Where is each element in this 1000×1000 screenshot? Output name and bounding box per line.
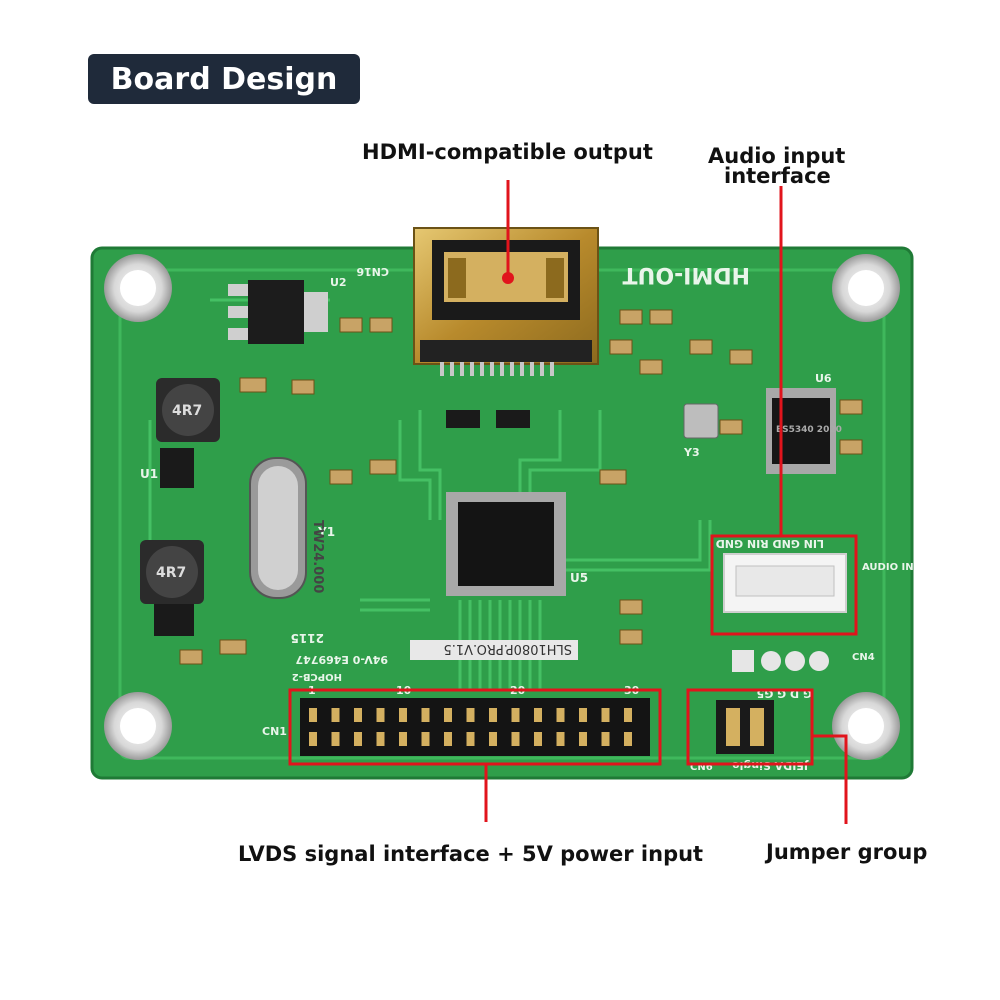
header-pin [354,732,362,746]
jumper-highlight [686,688,814,766]
header-pin [444,708,452,722]
inductor-1 [156,378,220,442]
silk-u2: U2 [330,276,347,289]
main-ic [446,492,566,596]
header-pin [534,732,542,746]
silk-inductor1: 4R7 [172,403,202,419]
silk-hopcb: HOPCB-2 [292,671,342,682]
header-pin [624,732,632,746]
silk-cn1: CN1 [262,725,287,738]
header-pin [556,708,565,722]
silk-cn16: CN16 [356,265,389,278]
header-pin [466,708,475,722]
hdmi-connector [413,227,599,376]
silk-audio-in: AUDIO IN [862,562,914,573]
header-pin [376,708,385,722]
silk-ic-audio: ES5340 2020 [776,425,842,435]
silk-u5: U5 [570,571,588,585]
silk-hdmi-out: HDMI-OUT [623,262,750,287]
header-pin [309,708,317,722]
voltage-regulator [228,280,328,344]
mounting-hole-tl-inner [120,270,156,306]
header-pin [376,732,385,746]
hdmi-callout-dot [502,272,514,284]
header-pin [421,708,430,722]
silk-crystal: TW24.000 [310,520,325,593]
header-pin [399,708,407,722]
header-pin [624,708,632,722]
silk-u1: U1 [140,467,158,481]
crystal-y1 [249,457,307,599]
smd-components [179,309,863,665]
header-pin [466,732,475,746]
header-pins [309,708,632,746]
header-pin [331,732,340,746]
title-badge: Board Design [88,54,360,104]
version-label-bg [410,640,578,660]
cn4-pads [732,650,829,672]
lvds-header-highlight [288,688,662,766]
silk-y1: Y1 [317,525,335,539]
inductor-2 [140,540,204,604]
header-pin [444,732,452,746]
header-pin [309,732,317,746]
silk-version: SLH1080P.PRO.V1.5 [443,641,572,656]
crystal-y3 [683,403,719,439]
header-pin [399,732,407,746]
jumper-block [716,700,774,754]
silk-inductor2: 4R7 [156,565,186,581]
header-pin [601,708,610,722]
header-pin [331,708,340,722]
audio-callout-label-line2: interface [724,164,831,188]
header-pin [534,708,542,722]
silk-cn4: CN4 [852,652,875,663]
audio-callout-label-line1: Audio input [708,144,846,168]
header-pin [511,708,520,722]
silk-audio-pins: LIN GND RIN GND [716,537,824,550]
header-pin [556,732,565,746]
silk-date: 2115 [291,631,324,645]
hdmi-callout-label: HDMI-compatible output [362,140,653,164]
silk-u6: U6 [815,372,832,385]
header-pin [579,732,587,746]
header-pin [579,708,587,722]
mounting-hole-bl-inner [120,708,156,744]
callout-marks [288,180,858,824]
header-pin [601,732,610,746]
lvds-callout-label: LVDS signal interface + 5V power input [238,842,704,866]
silk-cn6: CN6 [690,762,713,773]
silk-y3: Y3 [683,446,700,459]
audio-connector-highlight [710,534,858,636]
header-pin [354,708,362,722]
smd-chips [154,410,530,636]
silk-cert: 94V-0 E469747 [295,653,388,666]
mounting-hole-tr-inner [848,270,884,306]
jumper-callout-line [812,734,848,824]
mounting-hole-br-inner [848,708,884,744]
header-pin [421,732,430,746]
lvds-header [300,698,650,756]
header-pin [489,708,497,722]
audio-connector [723,553,847,613]
header-pin [489,732,497,746]
jumper-callout-label: Jumper group [766,840,928,864]
header-pin [511,732,520,746]
